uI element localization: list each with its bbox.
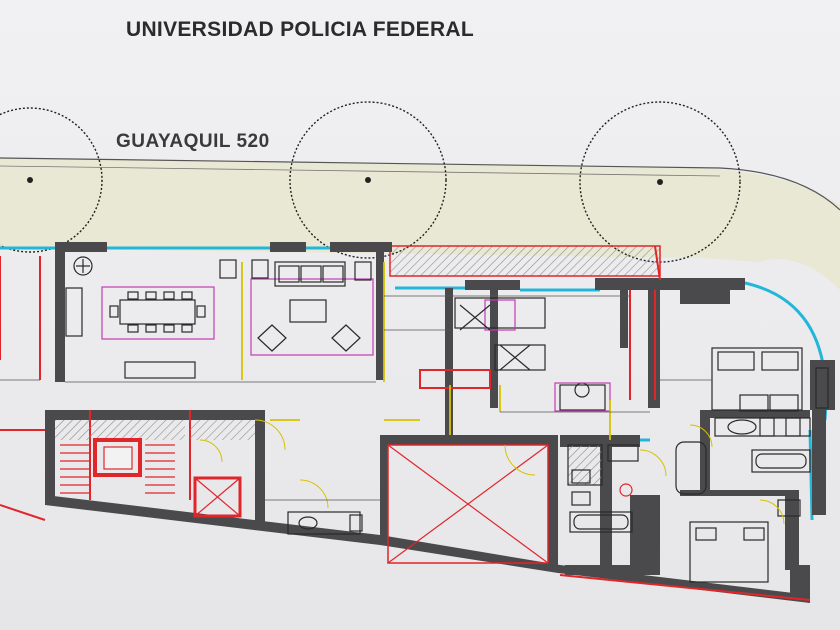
tree-icon xyxy=(0,107,103,253)
bathroom xyxy=(287,417,811,535)
kitchen xyxy=(454,297,611,412)
street-label: GUAYAQUIL 520 xyxy=(116,131,270,152)
yellow-lines xyxy=(241,262,611,440)
tree-icon xyxy=(289,101,447,259)
sofa-set xyxy=(219,259,374,356)
bedroom-master xyxy=(711,347,829,412)
planter-strip xyxy=(389,245,661,277)
page-title: UNIVERSIDAD POLICIA FEDERAL xyxy=(126,18,475,41)
stairwell xyxy=(55,420,255,518)
door-swings xyxy=(199,419,785,525)
dining-table xyxy=(101,286,215,340)
sideboard xyxy=(65,256,196,379)
walls xyxy=(45,242,835,595)
light-well xyxy=(387,444,549,564)
bedroom-secondary xyxy=(675,441,801,583)
bottom-diagonal-wall xyxy=(45,495,810,603)
interior-lines xyxy=(0,295,712,501)
